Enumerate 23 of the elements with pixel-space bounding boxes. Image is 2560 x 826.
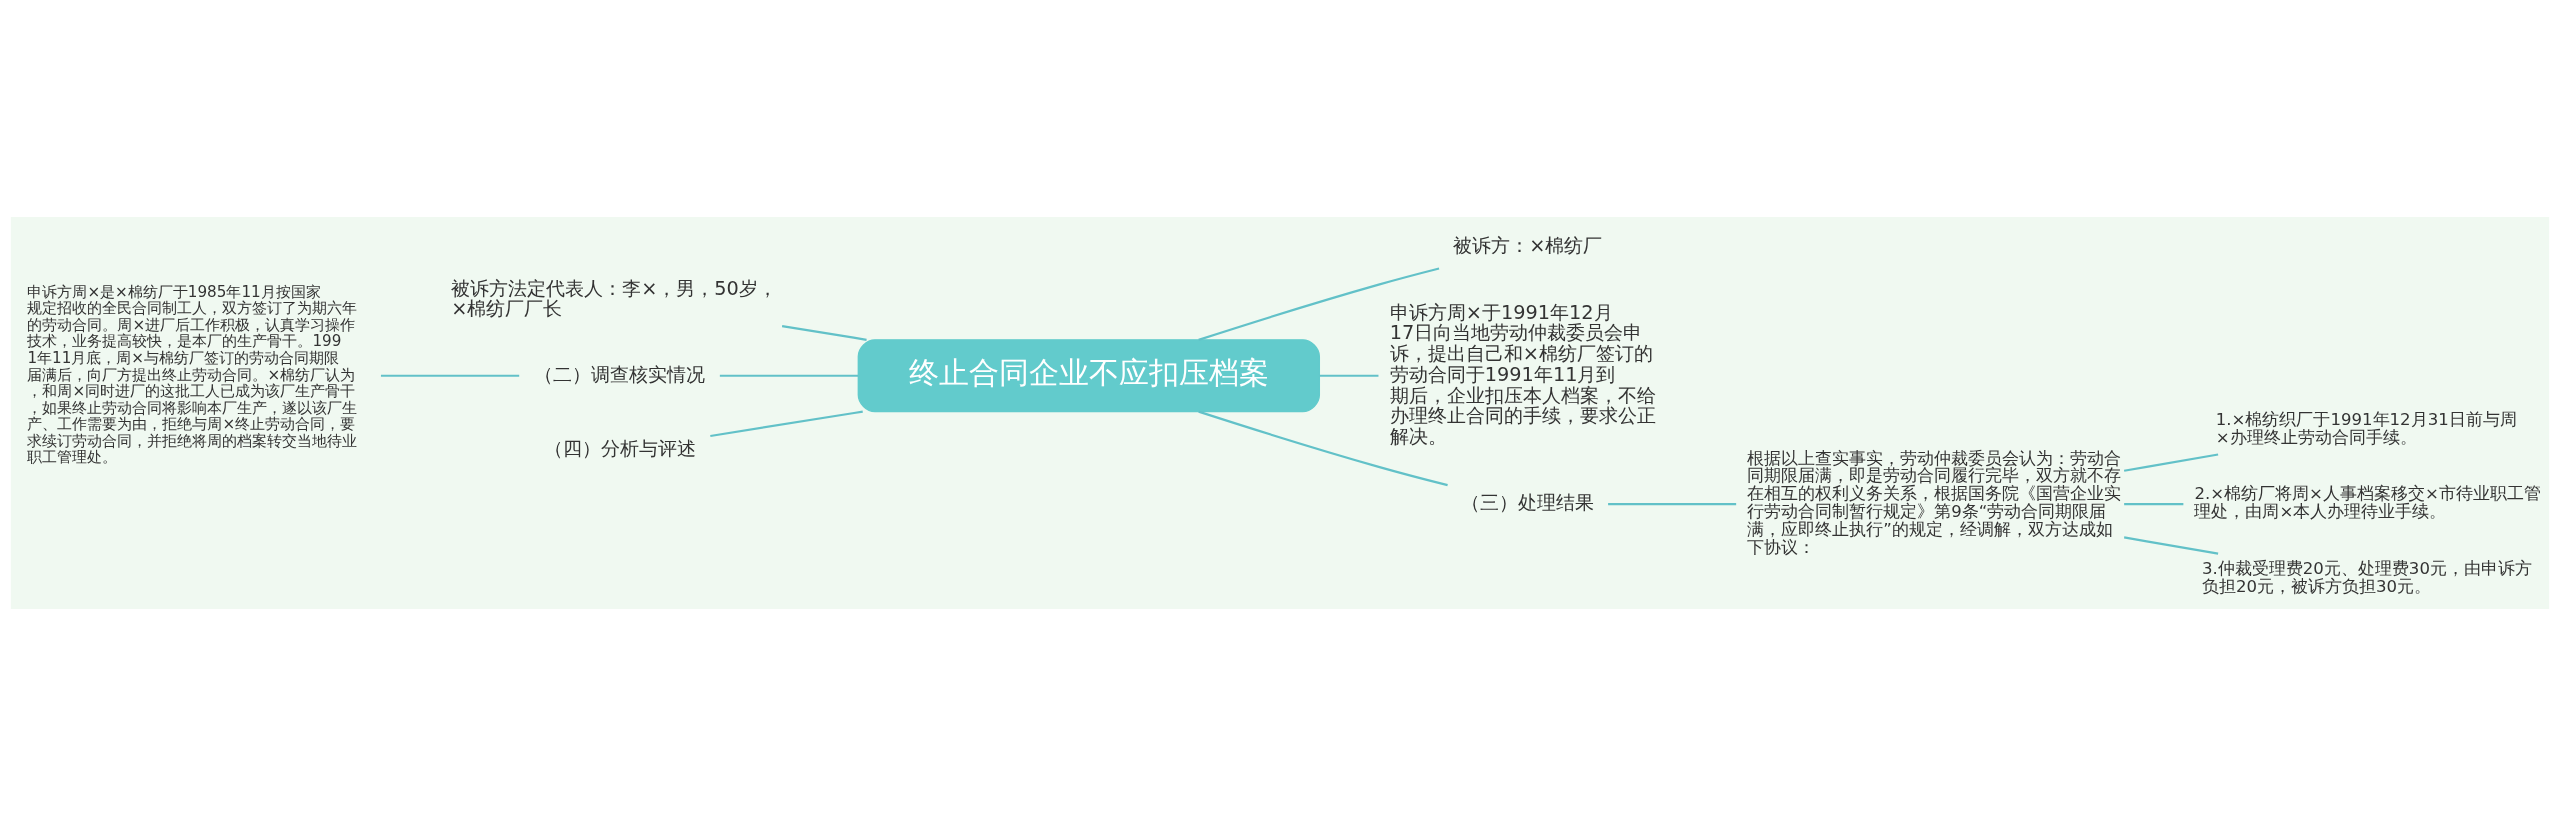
node-text: 被诉方法定代表人：李×，男，50岁，×棉纺厂厂长	[451, 276, 777, 321]
node-text: （四）分析与评述	[543, 437, 696, 461]
connector	[2124, 503, 2184, 506]
connector	[1608, 503, 1737, 506]
connector	[1198, 410, 1448, 487]
node-text: 1.×棉纺织厂于1991年12月31日前与周×办理终止劳动合同手续。	[2215, 409, 2517, 447]
connector	[1198, 267, 1440, 341]
node-text: 3.仲裁受理费20元、处理费30元，由申诉方负担20元，被诉方负担30元。	[2202, 558, 2532, 596]
connector	[380, 374, 520, 377]
node-text: 2.×棉纺厂将周×人事档案移交×市待业职工管理处，由周×本人办理待业手续。	[2194, 484, 2541, 522]
connector	[719, 374, 859, 377]
node-text: 根据以上查实事实，劳动仲裁委员会认为：劳动合同期限届满，即是劳动合同履行完毕，双方就不存在相互的权利义务关系，根据国务院《国营企业实行劳动合同制暂行规定》第9条“劳动合同期限届满，应即终止执行”的规定，经调解，双方达成如下协议：	[1747, 448, 2122, 558]
connector	[2123, 536, 2219, 555]
node-text: （三）处理结果	[1461, 491, 1595, 515]
connector	[1319, 374, 1379, 377]
node-text: 申诉方周×是×棉纺厂于1985年11月按国家规定招收的全民合同制工人，双方签订了为期六年的劳动合同。周×进厂后工作积极，认真学习操作技术，业务提高较快，是本厂的生产骨干。1991年11月底，周×与棉纺厂签订的劳动合同期限届满后，向厂方提出终止劳动合同。×棉纺厂认为，和周×同时进厂的这批工人已成为该厂生产骨干，如果终止劳动合同将影响本厂生产，遂以该厂生产、工作需要为由，拒绝与周×终止劳动合同，要求续订劳动合同，并拒绝将周的档案转交当地待业职工管理处。	[27, 282, 358, 467]
connector	[781, 324, 867, 341]
connector	[710, 410, 863, 438]
node-box: 终止合同企业不应扣压档案	[857, 339, 1321, 413]
node-text: （二）调查核实情况	[534, 362, 706, 386]
node-text: 被诉方：×棉纺厂	[1453, 234, 1603, 258]
connector	[2123, 453, 2219, 472]
node-text: 申诉方周×于1991年12月17日向当地劳动仲裁委员会申诉，提出自己和×棉纺厂签订的劳动合同于1991年11月到期后，企业扣压本人档案，不给办理终止合同的手续，要求公正解决。	[1389, 300, 1656, 448]
